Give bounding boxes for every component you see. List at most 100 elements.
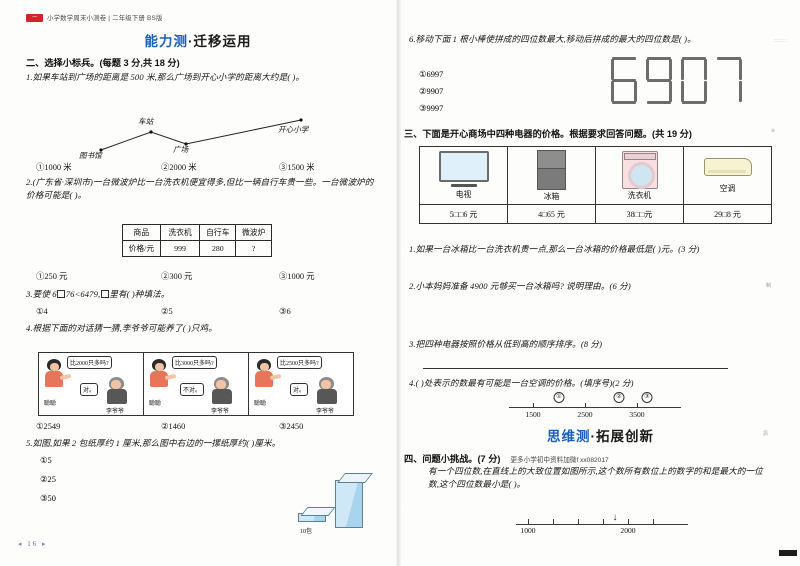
header-badge: 一 [26, 13, 43, 22]
edge-registration-mark [779, 550, 797, 556]
numberline-arrow-icon: ↓ [612, 512, 618, 523]
question-5-paper-stack-illustration: 10包 [290, 468, 380, 538]
label-television: 电视 [455, 190, 472, 199]
question-2-text: 2.(广东省·深圳市)一台微波炉比一台洗衣机便宜得多,但比一辆自行车贵一些。一台… [26, 177, 374, 201]
page-number: ◂ 16 ▸ [18, 540, 48, 548]
banner-ability-blue: 能力测 [144, 34, 188, 49]
refrigerator-icon [509, 149, 594, 190]
q3-option-3[interactable]: ③6 [279, 307, 291, 316]
section-three-title: 三、下面是开心商场中四种电器的价格。根据要求回答问题。(共 19 分) [404, 129, 692, 139]
q2-option-1[interactable]: ①250 元 [36, 272, 68, 281]
banner-thinking-dot: · [590, 429, 596, 444]
map-label-station: 车站 [138, 117, 154, 126]
question-1-options: ①1000 米 ②2000 米 ③1500 米 [36, 161, 381, 173]
q4-option-2[interactable]: ②1460 [161, 422, 186, 431]
comic-1-answer: 对。 [80, 383, 99, 396]
banner-ability-dark: 迁移运用 [193, 34, 252, 49]
q3-option-2[interactable]: ②5 [161, 307, 173, 316]
th-washer: 洗衣机 [159, 224, 201, 241]
blank-box-icon[interactable] [100, 290, 109, 298]
section-two-title: 二、选择小标兵。(每题 3 分,共 18 分) [26, 58, 180, 68]
td-washer-price: 999 [159, 240, 201, 257]
appliance-price-table: 电视 冰箱 洗衣机 空调 5□□6 元 [419, 146, 772, 224]
q6-option-2[interactable]: ②9907 [419, 87, 444, 96]
side-tick-mark: ※ [771, 129, 776, 134]
q4-option-3[interactable]: ③2450 [279, 422, 304, 431]
watermark-text: 更多小学初中资料加微f xx082017 [510, 457, 609, 464]
banner-ability-dot: · [188, 34, 194, 49]
td-microwave-price: ? [235, 240, 272, 257]
comic-3-kid-name: 聪聪 [254, 401, 267, 407]
answer-line[interactable] [423, 368, 728, 369]
nl-marker-3[interactable]: ③ [641, 392, 653, 403]
side-tick-mark-3: 訊 [763, 432, 769, 437]
comic-2-answer: 不对。 [180, 383, 205, 396]
comic-2-kid-name: 聪聪 [149, 401, 162, 407]
comic-2-question: 比3000只多吗? [172, 356, 217, 369]
side-tick-mark-2: 制 [766, 284, 772, 289]
nl-label-2500: 2500 [577, 410, 593, 419]
question-4-text: 4.根据下面的对话猜一猜,李爷爷可能养了( )只鸡。 [26, 323, 217, 333]
section-three-numberline: ① ② ③ 1500 2500 3500 [509, 392, 689, 421]
price-refrigerator: 4□65 元 [507, 204, 596, 224]
q6-option-3[interactable]: ③9997 [419, 104, 444, 113]
page-header: 一 小学数学周末小测卷 | 二年级下册 BS版 [26, 13, 163, 22]
nl4-label-1000: 1000 [520, 526, 536, 535]
map-polyline-icon [99, 118, 303, 152]
label-refrigerator: 冰箱 [543, 191, 560, 201]
comic-3-answer: 对。 [290, 383, 309, 396]
cell-washing-machine: 洗衣机 [595, 146, 684, 205]
q1-option-1[interactable]: ①1000 米 [36, 163, 72, 172]
th-microwave: 微波炉 [235, 224, 272, 241]
q2-option-2[interactable]: ②300 元 [161, 272, 193, 281]
banner-thinking-blue: 思维测 [547, 429, 591, 444]
q3-text-b: 76<6479, [65, 289, 101, 299]
q5-option-2[interactable]: ②25 [40, 475, 56, 484]
nl4-label-2000: 2000 [620, 526, 636, 535]
q6-option-1[interactable]: ①6997 [419, 70, 444, 79]
comic-1-kid-name: 聪聪 [44, 401, 57, 407]
price-air-conditioner: 29□8 元 [683, 204, 772, 224]
page-number-value: 16 [27, 540, 39, 548]
section-three-question-4: 4.( )处表示的数最有可能是一台空调的价格。(填序号)(2 分) [409, 378, 634, 388]
left-column: 一 小学数学周末小测卷 | 二年级下册 BS版 能力测·迁移运用 二、选择小标兵… [0, 0, 396, 566]
cell-television: 电视 [419, 146, 508, 205]
nl-label-1500: 1500 [525, 410, 541, 419]
right-column: 6.移动下面 1 根小棒使拼成的四位数最大,移动后拼成的最大的四位数是( )。 … [401, 0, 800, 566]
comic-2-elder-name: 李爷爷 [211, 409, 230, 415]
stick-digit-6 [611, 57, 637, 104]
television-icon [421, 151, 506, 187]
cell-air-conditioner: 空调 [683, 146, 772, 205]
comic-3-question: 比2500只多吗? [277, 356, 322, 369]
price-washing-machine: 38□□元 [595, 204, 684, 224]
section-three-question-3: 3.把四种电器按照价格从低到高的顺序排序。(8 分) [409, 339, 603, 349]
washing-machine-icon [597, 150, 682, 189]
section-four-heading: 四、问题小挑战。(7 分) 更多小学初中资料加微f xx082017 [404, 449, 609, 467]
section-four-title: 四、问题小挑战。(7 分) [404, 454, 501, 464]
q3-option-1[interactable]: ①4 [36, 307, 48, 316]
blank-box-icon[interactable] [57, 290, 66, 298]
nl-marker-2[interactable]: ② [613, 392, 625, 403]
section-three-question-2: 2.小本妈妈准备 4900 元够买一台冰箱吗? 说明理由。(6 分) [409, 281, 631, 291]
stick-digit-0 [681, 57, 707, 104]
header-title: 小学数学周末小测卷 | 二年级下册 BS版 [47, 15, 163, 22]
section-four-numberline: ↓ 1000 2000 [516, 510, 696, 536]
banner-thinking: 思维测·拓展创新 [401, 425, 800, 445]
comic-1-elder-name: 李爷爷 [106, 409, 125, 415]
nl-marker-1[interactable]: ① [553, 392, 565, 403]
map-label-square: 广场 [173, 145, 189, 154]
q5-option-3[interactable]: ③50 [40, 494, 56, 503]
q2-option-3[interactable]: ③1000 元 [279, 272, 315, 281]
q1-option-2[interactable]: ②2000 米 [161, 163, 197, 172]
comic-1-question: 比2000只多吗? [67, 356, 112, 369]
question-1-text: 1.如果车站到广场的距离是 500 米,那么广场到开心小学的距离大约是( )。 [26, 72, 305, 82]
label-air-conditioner: 空调 [719, 183, 736, 193]
q4-option-1[interactable]: ①2549 [36, 422, 61, 431]
q5-option-1[interactable]: ①5 [40, 456, 52, 465]
q1-option-3[interactable]: ③1500 米 [279, 163, 315, 172]
question-4-options: ①2549 ②1460 ③2450 [36, 421, 381, 431]
stick-number-display [611, 57, 742, 104]
question-2-options: ①250 元 ②300 元 ③1000 元 [36, 270, 381, 282]
air-conditioner-icon [685, 157, 770, 176]
map-label-school: 开心小学 [278, 125, 309, 134]
